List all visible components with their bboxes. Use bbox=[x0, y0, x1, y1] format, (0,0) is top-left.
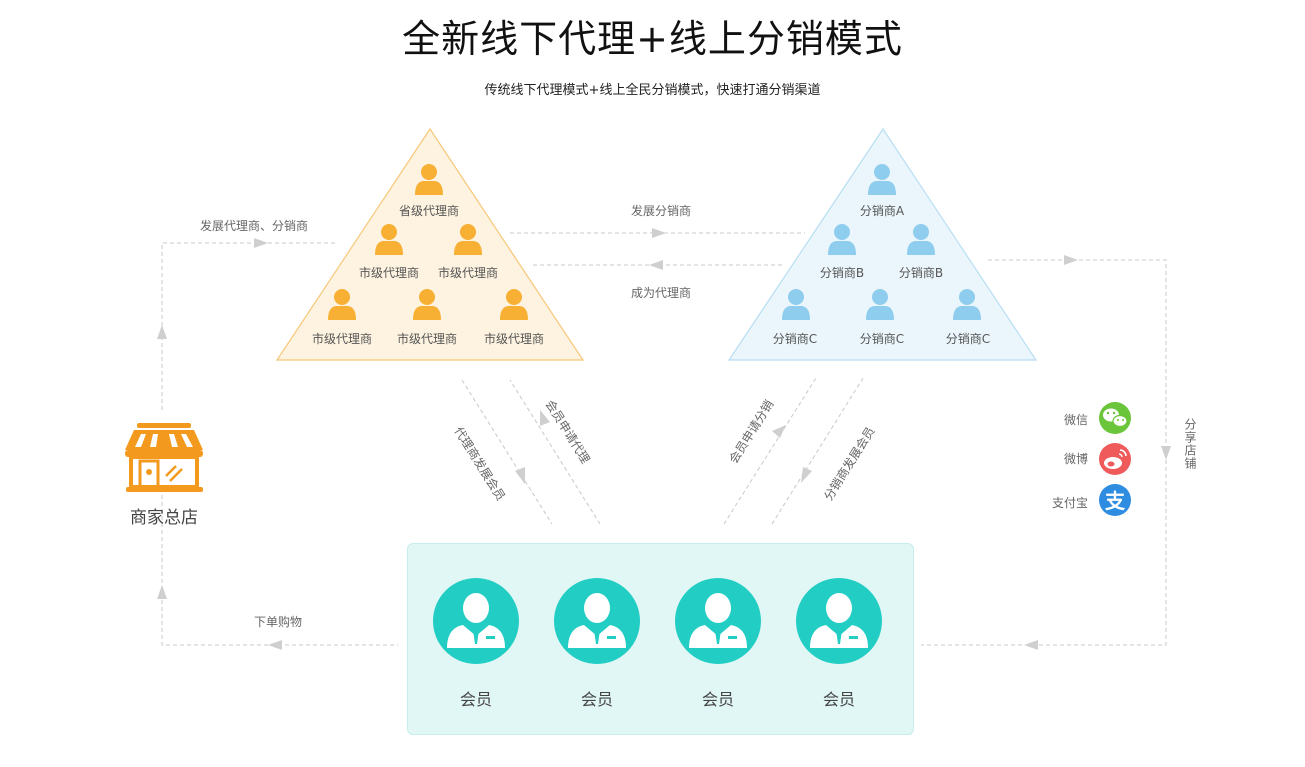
flow-line bbox=[723, 377, 817, 525]
channel-label-wechat: 微信 bbox=[1063, 413, 1088, 427]
distributor-node-c: 分销商C bbox=[945, 332, 991, 346]
distributor-node-c: 分销商C bbox=[772, 332, 818, 346]
agent-node-city: 市级代理商 bbox=[396, 332, 458, 346]
flow-line bbox=[509, 379, 601, 525]
member-panel: 会员 会员 会员 bbox=[407, 543, 914, 735]
svg-text:支: 支 bbox=[1105, 489, 1126, 513]
member-avatar-icon bbox=[554, 578, 640, 664]
page-title: 全新线下代理+线上分销模式 bbox=[402, 17, 903, 61]
agent-node-province: 省级代理商 bbox=[398, 204, 460, 218]
arrow-icon bbox=[268, 640, 282, 650]
flow-line bbox=[771, 377, 864, 525]
member-label: 会员 bbox=[822, 690, 855, 709]
distributor-pyramid bbox=[727, 127, 1038, 361]
arrow-icon bbox=[157, 585, 167, 599]
agent-node-city: 市级代理商 bbox=[437, 266, 499, 280]
distributor-node-b: 分销商B bbox=[898, 266, 944, 280]
flow-label-develop-agents: 发展代理商、分销商 bbox=[199, 219, 309, 233]
flow-label-become-agent: 成为代理商 bbox=[630, 286, 692, 300]
member-card: 会员 bbox=[554, 578, 640, 710]
arrow-icon bbox=[772, 425, 786, 438]
arrow-icon bbox=[254, 238, 268, 248]
member-avatar-icon bbox=[675, 578, 761, 664]
arrow-icon bbox=[1024, 640, 1038, 650]
arrow-icon bbox=[1161, 446, 1171, 460]
flow-label-share-store: 分享店铺 bbox=[1183, 418, 1197, 470]
member-avatar-icon bbox=[796, 578, 882, 664]
arrow-icon bbox=[1064, 255, 1078, 265]
distributor-node-a: 分销商A bbox=[859, 204, 905, 218]
agent-node-city: 市级代理商 bbox=[311, 332, 373, 346]
member-label: 会员 bbox=[580, 690, 613, 709]
arrow-icon bbox=[540, 410, 550, 426]
weibo-icon[interactable] bbox=[1099, 443, 1131, 475]
flow-arrows bbox=[157, 228, 1171, 650]
arrow-icon bbox=[652, 228, 666, 238]
channel-label-alipay: 支付宝 bbox=[1051, 496, 1088, 510]
flow-line bbox=[461, 379, 553, 525]
arrow-icon bbox=[801, 467, 812, 483]
shop-icon bbox=[125, 423, 203, 492]
member-card: 会员 bbox=[433, 578, 519, 710]
wechat-icon[interactable] bbox=[1099, 402, 1131, 434]
arrow-icon bbox=[157, 325, 167, 339]
arrow-icon bbox=[649, 260, 663, 270]
flow-label-develop-distributor: 发展分销商 bbox=[630, 204, 692, 218]
page-subtitle: 传统线下代理模式+线上全民分销模式，快速打通分销渠道 bbox=[484, 83, 821, 98]
flow-line bbox=[161, 242, 337, 410]
member-card: 会员 bbox=[675, 578, 761, 710]
channel-label-weibo: 微博 bbox=[1063, 452, 1088, 466]
agent-node-city: 市级代理商 bbox=[483, 332, 545, 346]
distributor-node-b: 分销商B bbox=[819, 266, 865, 280]
agent-pyramid bbox=[275, 127, 585, 361]
agent-node-city: 市级代理商 bbox=[358, 266, 420, 280]
distributor-node-c: 分销商C bbox=[859, 332, 905, 346]
arrow-icon bbox=[515, 467, 525, 484]
flow-label-place-order: 下单购物 bbox=[253, 615, 303, 629]
flow-line bbox=[161, 495, 398, 646]
member-avatar-icon bbox=[433, 578, 519, 664]
alipay-icon[interactable]: 支 bbox=[1099, 484, 1131, 516]
shop-label: 商家总店 bbox=[130, 508, 198, 528]
member-label: 会员 bbox=[701, 690, 734, 709]
member-card: 会员 bbox=[796, 578, 882, 710]
member-label: 会员 bbox=[459, 690, 492, 709]
